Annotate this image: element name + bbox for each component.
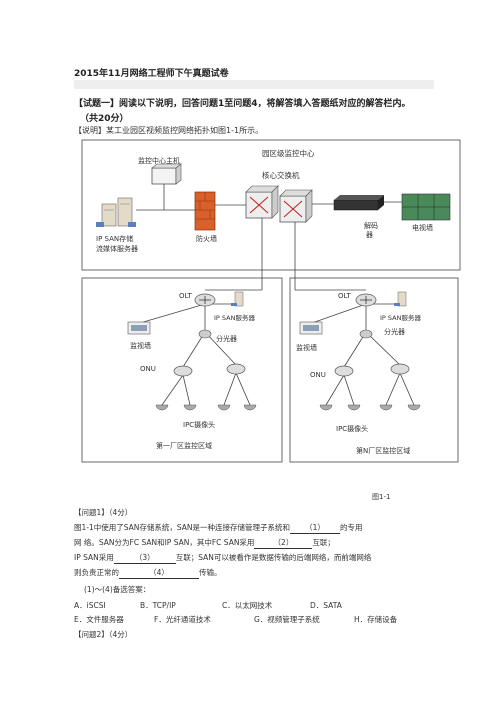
left-onu-icon [173, 363, 246, 377]
monitor-host-label: 监控中心主机 [138, 156, 180, 165]
right-olt-icon [355, 293, 377, 307]
park-center-label: 园区级监控中心 [262, 148, 315, 158]
left-links [139, 270, 263, 406]
option-g: G．视频管理子系统 [254, 615, 320, 624]
options-row-1: A．iSCSI B．TCP/IP C．以太网技术 D．SATA [74, 600, 342, 611]
q1-line3-b: 互联；SAN可以被看作是数据传输的后端网络，而前端网络 [175, 553, 372, 562]
core-switch-label: 核心交换机 [262, 170, 300, 180]
q1-line2-a: 网 络。SAN分为FC SAN和IP SAN，其中FC SAN采用 [74, 538, 255, 547]
right-ipsan-label: IP SAN服务器 [380, 313, 421, 322]
right-camera-icon [319, 404, 421, 411]
option-d: D．SATA [310, 601, 342, 610]
document-title: 2015年11月网络工程师下午真题试卷 [74, 69, 229, 79]
right-splitter-label: 分光器 [384, 327, 405, 336]
firewall-label: 防火墙 [196, 234, 217, 243]
option-h: H．存储设备 [354, 615, 398, 624]
left-camera-icon [155, 404, 257, 411]
decoder-label-1: 解码 [364, 221, 378, 230]
figure-caption: 图1-1 [372, 493, 391, 501]
right-area-label: 第N厂区监控区域 [356, 446, 410, 455]
left-area-label: 第一厂区监控区域 [156, 441, 212, 450]
q2-title-line: 【问题2】（4分） [74, 629, 132, 640]
right-olt-label: OLT [338, 292, 351, 300]
tv-wall-label: 电视墙 [412, 223, 433, 232]
options-row-2: E．文件服务器 F．光纤通道技术 G．视频管理子系统 H．存储设备 [74, 614, 397, 625]
firewall-icon [194, 191, 216, 231]
right-ipsan-icon [394, 291, 407, 307]
right-onu-label: ONU [310, 371, 326, 379]
q1-line4-a: 则负责正常的 [74, 568, 119, 577]
left-ipsan-label: IP SAN服务器 [214, 313, 255, 322]
q1-line1-b: 的专用 [340, 523, 363, 532]
right-ipc-label: IPC摄像头 [336, 424, 368, 433]
right-onu-icon [334, 363, 410, 377]
options-intro: (1)～(4)备选答案： [84, 585, 151, 594]
tv-wall-icon [401, 193, 451, 221]
top-links [136, 184, 402, 270]
option-a: A．iSCSI [74, 601, 106, 610]
q1-line4-b: 传输。 [199, 568, 222, 577]
q1-line-1: 图1-1中使用了SAN存储系统，SAN是一种连接存储管理子系统和（1）的专用 [74, 522, 363, 534]
option-c: C．以太网技术 [222, 601, 273, 610]
q1-line1-a: 图1-1中使用了SAN存储系统，SAN是一种连接存储管理子系统和 [74, 523, 291, 532]
q1-title: 【问题1】 [74, 508, 109, 517]
decoder-label-2: 器 [366, 231, 373, 239]
q1-score-text: （4分） [108, 508, 133, 517]
left-olt-icon [194, 293, 216, 307]
left-ipc-label: IPC摄像头 [183, 420, 215, 429]
right-monitor-wall-icon [299, 321, 323, 335]
q2-title: 【问题2】 [74, 630, 109, 639]
q1-heading: 【试题一】阅读以下说明，回答问题1至问题4，将解答填入答题纸对应的解答栏内。 [74, 99, 411, 109]
ipsan-storage-label: IP SAN存储 [96, 234, 133, 243]
blank-3: （3） [113, 552, 176, 564]
right-monitor-wall-label: 监视墙 [296, 343, 317, 352]
left-monitor-wall-icon [127, 321, 151, 335]
right-links [294, 270, 415, 406]
left-splitter-icon [198, 329, 212, 339]
storage-server-icon [96, 197, 136, 227]
option-b: B．TCP/IP [140, 601, 176, 610]
q1-line-4: 则负责正常的（4）传输。 [74, 567, 222, 579]
q1-score: （共20分） [80, 114, 129, 124]
blank-4: （4） [119, 567, 199, 579]
left-area-box [81, 277, 283, 463]
decoder-icon [333, 195, 384, 211]
blank-1: （1） [290, 522, 341, 534]
right-splitter-icon [359, 329, 373, 339]
left-monitor-wall-label: 监视墙 [130, 341, 151, 350]
option-e: E．文件服务器 [74, 615, 124, 624]
q1-line3-a: IP SAN采用 [74, 553, 114, 562]
park-center-box [81, 139, 461, 271]
left-splitter-label: 分光器 [216, 334, 237, 343]
title-band [74, 80, 434, 89]
q1-line-2: 网 络。SAN分为FC SAN和IP SAN，其中FC SAN采用（2）互联； [74, 537, 335, 549]
blank-2: （2） [254, 537, 313, 549]
left-olt-label: OLT [179, 292, 192, 300]
left-onu-label: ONU [140, 365, 156, 373]
q1-title-line: 【问题1】（4分） [74, 507, 132, 518]
q2-score: （4分） [108, 630, 133, 639]
description: 【说明】某工业园区视频监控网络拓扑如图1-1所示。 [74, 126, 264, 135]
left-ipsan-icon [231, 291, 244, 307]
q1-line-3: IP SAN采用（3）互联；SAN可以被看作是数据传输的后端网络，而前端网络 [74, 552, 371, 564]
stream-server-label: 流媒体服务器 [96, 244, 138, 253]
q1-line2-b: 互联； [312, 538, 335, 547]
right-area-box [289, 277, 459, 463]
option-f: F．光纤通道技术 [154, 615, 211, 624]
core-switch-icon [245, 185, 313, 223]
monitor-host-icon [151, 163, 182, 185]
